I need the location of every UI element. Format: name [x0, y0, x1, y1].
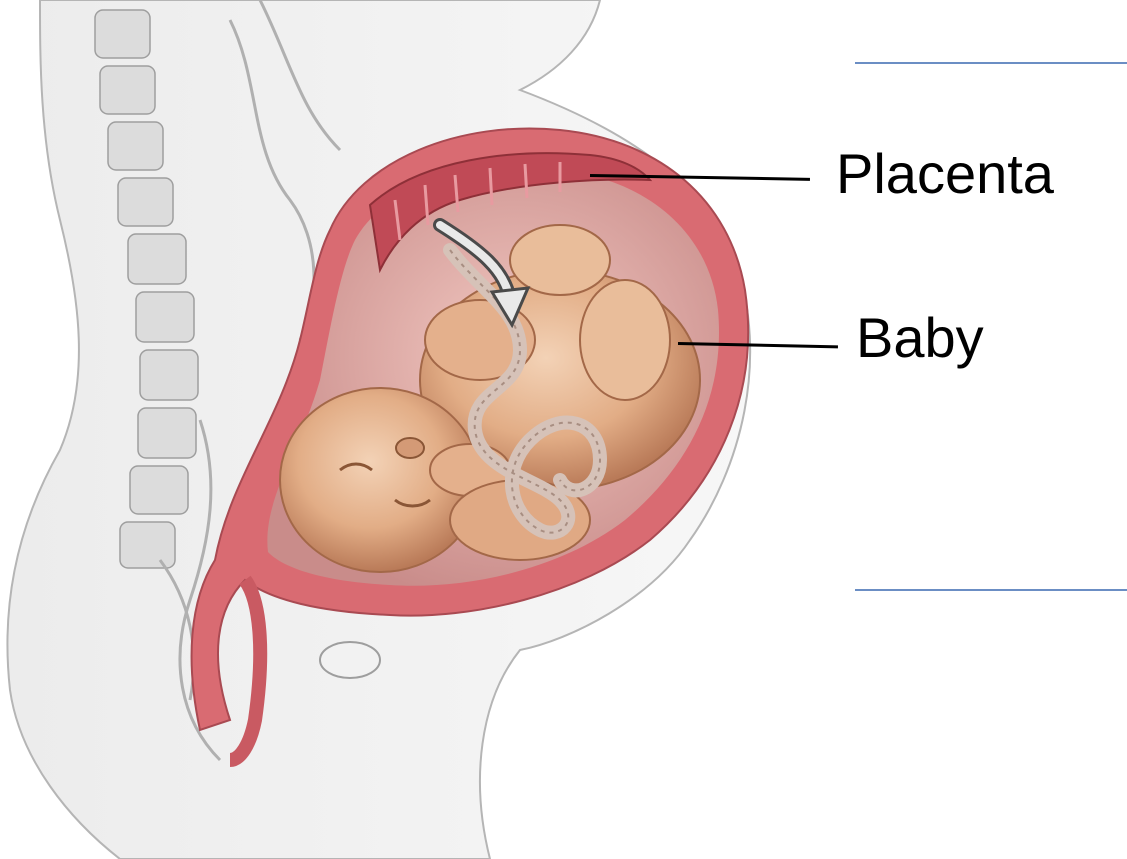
bottom-divider-line — [855, 589, 1127, 591]
top-divider-line — [855, 62, 1127, 64]
placenta-label: Placenta — [836, 146, 1054, 202]
baby-label: Baby — [856, 310, 984, 366]
